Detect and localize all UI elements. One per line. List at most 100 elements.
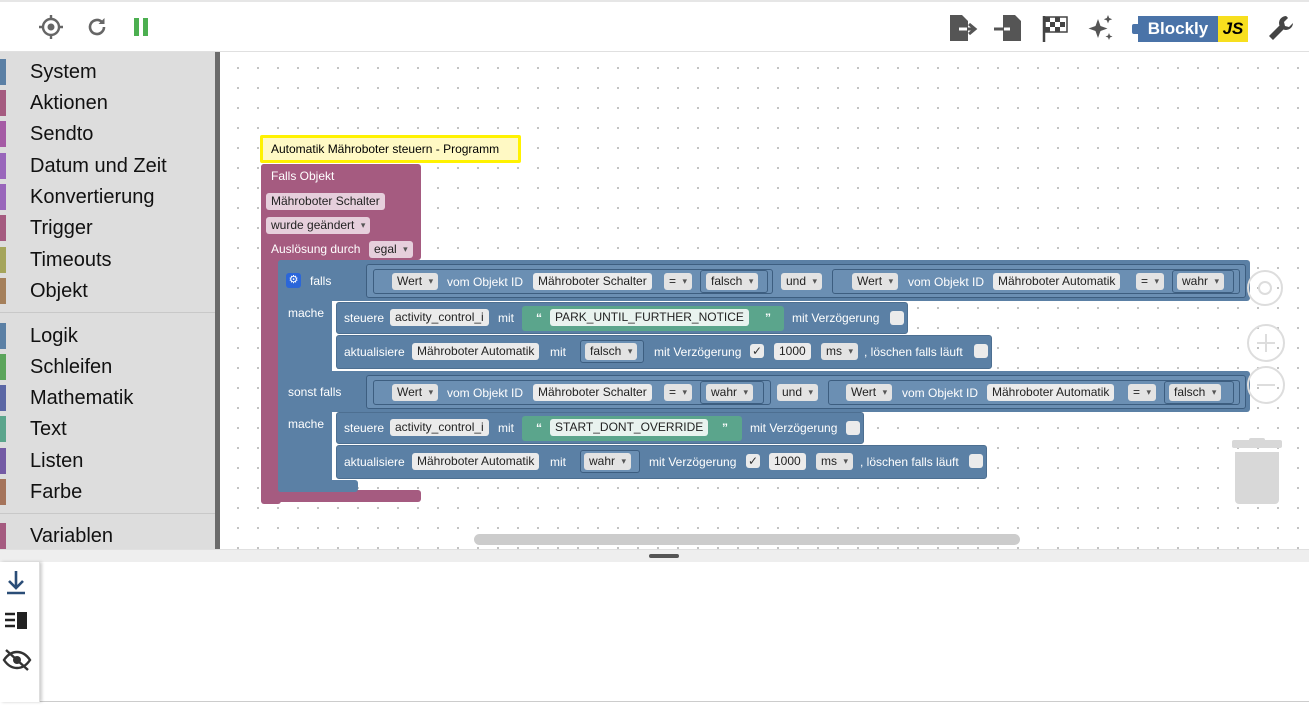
mutator-gear-icon[interactable]: ⚙ xyxy=(286,273,301,288)
category-schleifen[interactable]: Schleifen xyxy=(0,354,112,380)
c2-and-dropdown[interactable]: und xyxy=(777,384,819,401)
recenter-icon[interactable] xyxy=(1247,270,1283,306)
category-objekt[interactable]: Objekt xyxy=(0,278,88,304)
category-sendto[interactable]: Sendto xyxy=(0,121,93,147)
category-text[interactable]: Text xyxy=(0,416,67,442)
c1-right-of-label: vom Objekt ID xyxy=(908,275,985,289)
update-2-object-field[interactable]: Mähroboter Automatik xyxy=(412,453,540,470)
trigger-block-footer xyxy=(261,490,421,502)
control-1-object-field[interactable]: activity_control_i xyxy=(390,309,489,326)
crosshair-icon[interactable] xyxy=(36,12,66,42)
wrench-icon[interactable] xyxy=(1264,12,1298,44)
download-icon[interactable] xyxy=(4,568,28,596)
update-1-unit-dropdown[interactable]: ms xyxy=(821,343,858,360)
category-color xyxy=(0,153,6,179)
control-2-object-field[interactable]: activity_control_i xyxy=(390,419,489,436)
trigger-block-spine xyxy=(261,164,281,504)
splitter-grip[interactable] xyxy=(649,554,679,558)
category-listen[interactable]: Listen xyxy=(0,448,83,474)
c1-left-op-dropdown[interactable]: = xyxy=(664,273,693,290)
category-aktionen[interactable]: Aktionen xyxy=(0,90,108,116)
update-1-clear-label: , löschen falls läuft xyxy=(864,345,963,359)
update-1-clear-checkbox[interactable] xyxy=(974,344,988,358)
workspace-horizontal-scrollbar[interactable] xyxy=(474,534,1020,545)
c2-left-op-dropdown[interactable]: = xyxy=(664,384,693,401)
c2-right-prop-dropdown[interactable]: Wert xyxy=(846,384,893,401)
update-1-bool-dropdown[interactable]: falsch xyxy=(585,343,638,360)
text-1-value-field[interactable]: PARK_UNTIL_FURTHER_NOTICE xyxy=(550,309,749,326)
update-1-delay-checkbox[interactable]: ✓ xyxy=(750,344,764,358)
category-trigger[interactable]: Trigger xyxy=(0,215,93,241)
category-color xyxy=(0,184,6,210)
category-farbe[interactable]: Farbe xyxy=(0,479,82,505)
category-separator xyxy=(0,513,215,514)
category-separator xyxy=(0,312,215,313)
sparkles-icon[interactable] xyxy=(1083,12,1117,44)
c1-right-bool-dropdown[interactable]: wahr xyxy=(1177,273,1225,290)
log-panel xyxy=(0,562,1309,702)
category-color xyxy=(0,416,6,442)
category-logik[interactable]: Logik xyxy=(0,323,78,349)
c1-left-prop-dropdown[interactable]: Wert xyxy=(392,273,439,290)
update-2-clear-checkbox[interactable] xyxy=(969,454,983,468)
category-timeouts[interactable]: Timeouts xyxy=(0,247,112,273)
checkered-flag-icon[interactable] xyxy=(1038,12,1072,44)
control-2-delay-label: mit Verzögerung xyxy=(750,421,838,435)
zoom-in-icon[interactable] xyxy=(1247,324,1285,362)
update-2-ms-field[interactable]: 1000 xyxy=(769,453,806,470)
c2-right-op-dropdown[interactable]: = xyxy=(1128,384,1157,401)
category-label: Objekt xyxy=(30,279,88,302)
c1-right-prop-dropdown[interactable]: Wert xyxy=(852,273,899,290)
sidebar-scrollbar[interactable] xyxy=(215,52,220,549)
category-konvertierung[interactable]: Konvertierung xyxy=(0,184,155,210)
zoom-out-icon[interactable] xyxy=(1247,366,1285,404)
trigger-cause-dropdown[interactable]: egal xyxy=(369,241,413,258)
export-icon[interactable] xyxy=(946,12,980,44)
c1-left-bool-dropdown[interactable]: falsch xyxy=(706,273,759,290)
trigger-object-field[interactable]: Mähroboter Schalter xyxy=(266,193,385,210)
c1-left-object-field[interactable]: Mähroboter Schalter xyxy=(533,273,652,290)
import-icon[interactable] xyxy=(992,12,1026,44)
c1-left-of-label: vom Objekt ID xyxy=(447,275,524,289)
blockly-js-toggle[interactable]: Blockly JS xyxy=(1132,16,1248,42)
update-block-1[interactable] xyxy=(336,335,992,369)
list-view-icon[interactable] xyxy=(4,610,28,634)
trigger-title: Falls Objekt xyxy=(271,169,335,183)
update-2-unit-dropdown[interactable]: ms xyxy=(816,453,853,470)
category-label: Schleifen xyxy=(30,355,113,378)
blockly-workspace[interactable]: Automatik Mähroboter steuern - Programm … xyxy=(220,52,1309,549)
update-2-delay-label: mit Verzögerung xyxy=(649,455,737,469)
category-color xyxy=(0,354,6,380)
text-2-value-field[interactable]: START_DONT_OVERRIDE xyxy=(550,419,709,436)
c1-right-op-dropdown[interactable]: = xyxy=(1136,273,1165,290)
category-datum-und-zeit[interactable]: Datum und Zeit xyxy=(0,153,167,179)
comment-block[interactable]: Automatik Mähroboter steuern - Programm xyxy=(260,135,521,163)
category-label: Text xyxy=(30,417,67,440)
comment-text: Automatik Mähroboter steuern - Programm xyxy=(271,142,500,156)
c2-left-object-field[interactable]: Mähroboter Schalter xyxy=(533,384,652,401)
c2-right-object-field[interactable]: Mähroboter Automatik xyxy=(987,384,1115,401)
control-1-delay-checkbox[interactable] xyxy=(890,311,904,325)
category-mathematik[interactable]: Mathematik xyxy=(0,385,133,411)
category-label: Farbe xyxy=(30,480,83,503)
update-1-object-field[interactable]: Mähroboter Automatik xyxy=(412,343,540,360)
category-system[interactable]: System xyxy=(0,59,97,85)
eye-off-icon[interactable] xyxy=(2,648,32,672)
comment-inner xyxy=(263,138,518,160)
c1-and-dropdown[interactable]: und xyxy=(781,273,823,290)
update-1-ms-field[interactable]: 1000 xyxy=(774,343,811,360)
trigger-condition-dropdown[interactable]: wurde geändert xyxy=(266,217,371,234)
reload-icon[interactable] xyxy=(82,12,112,42)
c2-right-bool-dropdown[interactable]: falsch xyxy=(1169,384,1222,401)
update-2-delay-checkbox[interactable]: ✓ xyxy=(746,454,760,468)
category-variablen[interactable]: Variablen xyxy=(0,523,113,549)
if-block-footer xyxy=(278,480,358,492)
toolbox-sidebar: System Aktionen Sendto Datum und Zeit Ko… xyxy=(0,52,220,549)
pause-icon[interactable] xyxy=(126,12,156,42)
c1-right-object-field[interactable]: Mähroboter Automatik xyxy=(993,273,1121,290)
control-2-delay-checkbox[interactable] xyxy=(846,421,860,435)
trash-icon[interactable] xyxy=(1232,438,1282,506)
update-2-bool-dropdown[interactable]: wahr xyxy=(584,453,632,470)
c2-left-prop-dropdown[interactable]: Wert xyxy=(392,384,439,401)
c2-left-bool-dropdown[interactable]: wahr xyxy=(706,384,754,401)
